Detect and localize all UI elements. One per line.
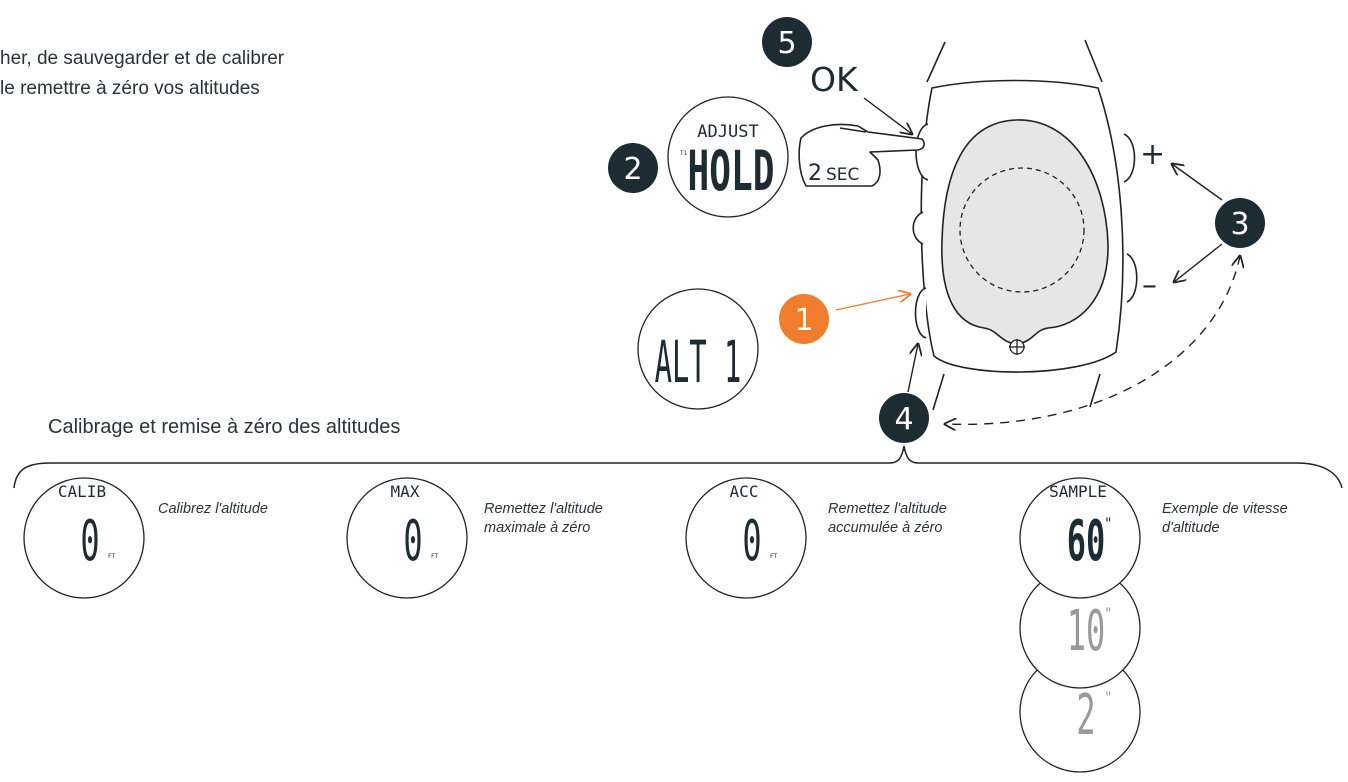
- mode-description-acc: Remettez l'altitude accumulée à zéro: [828, 500, 947, 538]
- dial-value-text: 0: [403, 508, 422, 573]
- dial-value-text: 2: [1076, 682, 1095, 747]
- ok-arrow: [863, 97, 912, 134]
- svg-text:1: 1: [794, 303, 813, 338]
- description-line-2: maximale à zéro: [484, 520, 591, 536]
- svg-text:2: 2: [623, 152, 642, 187]
- dial-value-text: 10: [1067, 598, 1106, 663]
- minus-arrow: [1174, 243, 1223, 282]
- plus-label: +: [1140, 137, 1165, 172]
- mode-description-calib: Calibrez l'altitude: [158, 500, 268, 519]
- minus-label: –: [1142, 268, 1157, 303]
- sec-label: SEC: [826, 165, 859, 185]
- dial-unit-text: FT: [770, 553, 778, 560]
- screen-dashed-ring: [959, 167, 1085, 293]
- modes-layer: CALIB0FTMAX0FTACC0FTSAMPLE2"SAMPLE10"SAM…: [23, 477, 1141, 773]
- dial-top-text: ACC: [730, 482, 759, 501]
- dial-unit-text: ": [1104, 690, 1112, 706]
- step-3-badge: 3: [1215, 198, 1265, 248]
- alt-display: ALT 1: [637, 288, 759, 410]
- ok-label: OK: [810, 60, 859, 99]
- adjust-main-text: HOLD: [688, 139, 775, 203]
- svg-text:4: 4: [894, 402, 913, 437]
- description-line-2: accumulée à zéro: [828, 520, 943, 536]
- section-brace: [13, 445, 1343, 489]
- adjust-top-text: ADJUST: [697, 122, 758, 142]
- description-line-1: Exemple de vitesse: [1162, 501, 1288, 517]
- step4-arrow: [907, 344, 918, 393]
- dial-value-text: 60: [1067, 508, 1106, 573]
- dial-unit-text: ": [1104, 606, 1112, 622]
- dial-value-text: 0: [80, 508, 99, 573]
- step-5-badge: 5: [762, 17, 812, 67]
- mode-dial-sample: SAMPLE 60": [1019, 477, 1141, 599]
- description-line-1: Calibrez l'altitude: [158, 501, 268, 517]
- dial-value-text: 0: [742, 508, 761, 573]
- two-label: 2: [808, 161, 822, 186]
- plus-arrow: [1172, 164, 1223, 201]
- description-line-1: Remettez l'altitude: [828, 501, 947, 517]
- dial-unit-text: FT: [108, 553, 116, 560]
- dial-top-text: SAMPLE: [1049, 482, 1107, 501]
- hand-icon: [798, 123, 925, 187]
- step-4-badge: 4: [879, 393, 929, 443]
- alt-text: ALT 1: [655, 329, 742, 396]
- description-line-1: Remettez l'altitude: [484, 501, 603, 517]
- dial-unit-text: ": [1104, 516, 1112, 532]
- svg-text:3: 3: [1230, 207, 1249, 242]
- step1-arrow: [835, 294, 910, 311]
- svg-text:5: 5: [777, 26, 796, 61]
- dial-top-text: CALIB: [58, 482, 106, 501]
- mode-description-sample: Exemple de vitesse d'altitude: [1162, 500, 1288, 538]
- step-2-badge: 2: [608, 143, 658, 193]
- loop-dashed-arrow: [945, 256, 1240, 424]
- step-1-badge: 1: [779, 294, 829, 344]
- adjust-hold-display: ADJUST HOLD T1: [667, 96, 789, 218]
- intro-line-1: her, de sauvegarder et de calibrer: [0, 48, 285, 69]
- section-title: Calibrage et remise à zéro des altitudes: [48, 416, 401, 438]
- dial-top-text: MAX: [391, 482, 420, 501]
- mode-description-max: Remettez l'altitude maximale à zéro: [484, 500, 603, 538]
- adjust-side-text: T1: [680, 150, 688, 157]
- description-line-2: d'altitude: [1162, 520, 1220, 536]
- dial-unit-text: FT: [431, 553, 439, 560]
- intro-line-2: le remettre à zéro vos altitudes: [0, 78, 260, 99]
